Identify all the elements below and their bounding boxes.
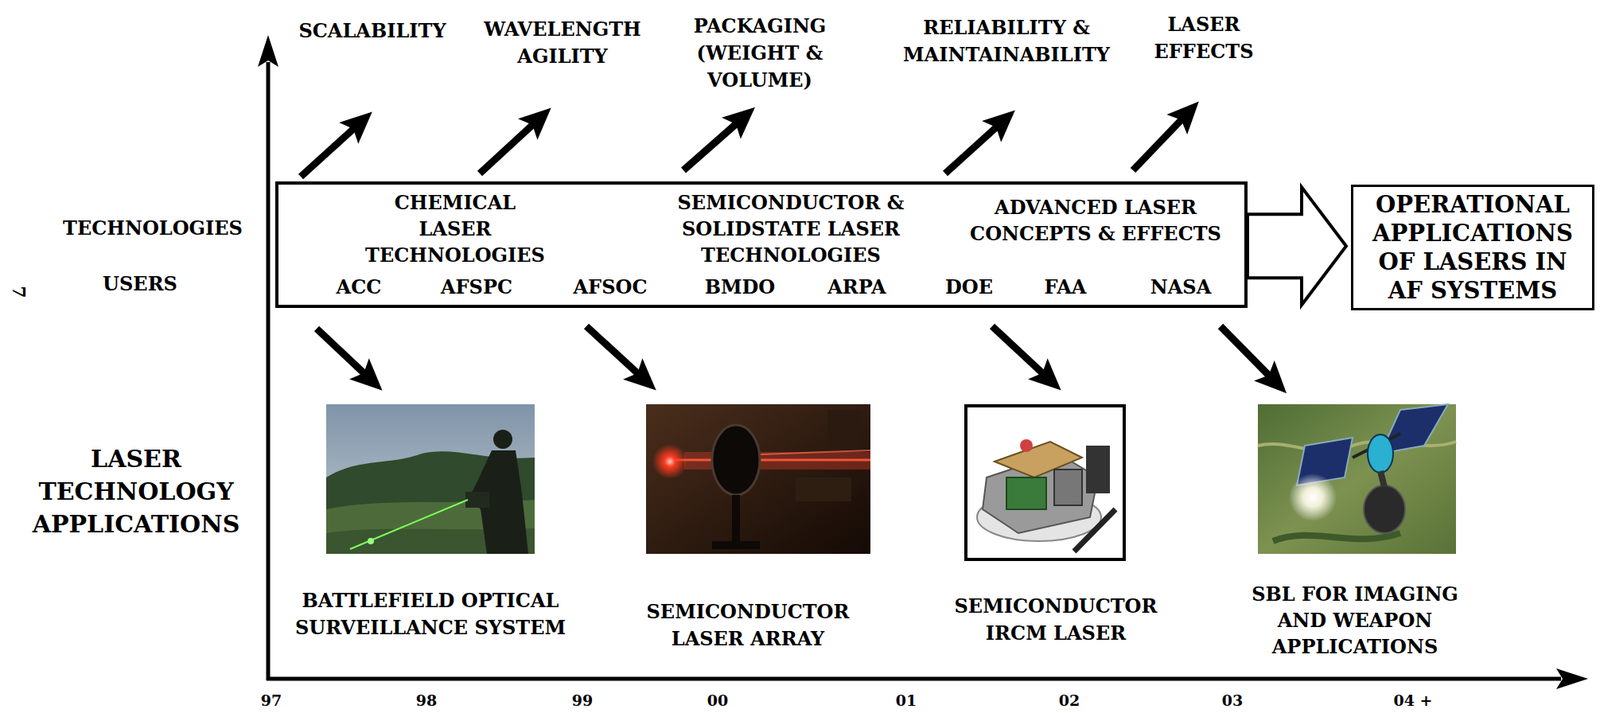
trend-label: RELIABILITY & MAINTAINABILITY bbox=[883, 14, 1130, 69]
ircm-laser-photo bbox=[965, 405, 1125, 560]
user-label: ARPA bbox=[827, 275, 887, 300]
trend-label: SCALABILITY bbox=[298, 17, 446, 45]
trend-label: LASER EFFECTS bbox=[1154, 11, 1254, 66]
technology-box: CHEMICAL LASER TECHNOLOGIES SEMICONDUCTOR… bbox=[275, 181, 1248, 308]
axes bbox=[257, 35, 1589, 690]
laser-array-photo bbox=[646, 404, 871, 554]
photo-caption: SEMICONDUCTOR LASER ARRAY bbox=[632, 598, 864, 653]
trend-arrows bbox=[300, 112, 1188, 177]
axis-tick: 00 bbox=[707, 691, 728, 709]
axis-tick: 01 bbox=[895, 691, 917, 709]
axis-tick: 04 + bbox=[1393, 691, 1433, 709]
technology-label: SEMICONDUCTOR & SOLIDSTATE LASER TECHNOL… bbox=[667, 189, 915, 269]
row-label: TECHNOLOGIES bbox=[62, 214, 243, 242]
user-label: ACC bbox=[336, 275, 382, 300]
photo-caption: BATTLEFIELD OPTICAL SURVEILLANCE SYSTEM bbox=[271, 587, 590, 642]
block-arrow bbox=[1247, 186, 1347, 305]
trend-label: WAVELENGTH AGILITY bbox=[483, 15, 641, 71]
technology-label: CHEMICAL LASER TECHNOLOGIES bbox=[365, 189, 546, 269]
application-arrows bbox=[316, 326, 1276, 382]
photo-caption: SBL FOR IMAGING AND WEAPON APPLICATIONS bbox=[1243, 580, 1467, 660]
user-label: BMDO bbox=[704, 275, 776, 300]
user-label: AFSOC bbox=[573, 275, 648, 300]
axis-tick: 02 bbox=[1058, 691, 1080, 709]
user-label: DOE bbox=[945, 275, 993, 300]
photo-caption: SEMICONDUCTOR IRCM LASER bbox=[940, 592, 1172, 647]
axis-tick: 97 bbox=[260, 691, 282, 709]
user-label: NASA bbox=[1150, 275, 1212, 300]
space-laser-photo bbox=[1257, 404, 1456, 554]
row-label: USERS bbox=[102, 270, 178, 298]
axis-tick: 03 bbox=[1222, 691, 1243, 709]
technology-label: ADVANCED LASER CONCEPTS & EFFECTS bbox=[964, 194, 1227, 247]
row-label: LASER TECHNOLOGY APPLICATIONS bbox=[32, 442, 241, 541]
outcome-label: OPERATIONAL APPLICATIONS OF LASERS IN AF… bbox=[1367, 190, 1578, 305]
battlefield-photo bbox=[326, 404, 535, 554]
axis-tick: 98 bbox=[416, 691, 437, 709]
outcome-box: OPERATIONAL APPLICATIONS OF LASERS IN AF… bbox=[1350, 184, 1595, 311]
user-label: FAA bbox=[1044, 275, 1087, 300]
user-label: AFSPC bbox=[440, 275, 513, 300]
trend-label: PACKAGING (WEIGHT & VOLUME) bbox=[690, 12, 830, 94]
page-number: 7 bbox=[5, 285, 33, 298]
axis-tick: 99 bbox=[572, 691, 593, 709]
